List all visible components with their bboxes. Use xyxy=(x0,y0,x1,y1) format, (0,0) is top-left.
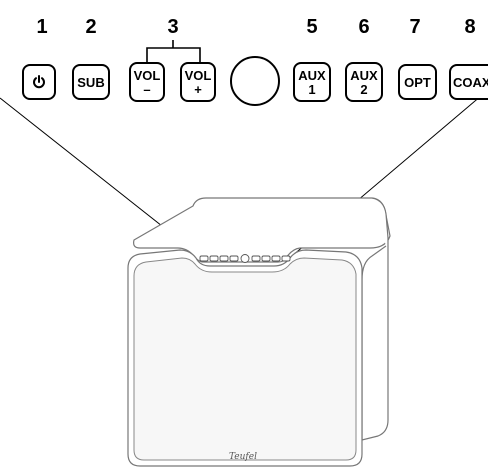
volume-down-sign: – xyxy=(143,81,151,97)
volume-down-label: VOL xyxy=(133,67,161,83)
aux1-label: AUX xyxy=(298,67,326,83)
callout-3-bracket xyxy=(146,40,201,62)
aux2-label: AUX xyxy=(350,67,378,83)
callout-number-1: 1 xyxy=(36,16,48,38)
top-control-strip xyxy=(199,254,291,263)
callout-number-8: 8 xyxy=(464,16,476,38)
volume-down-button[interactable]: VOL – xyxy=(129,62,165,102)
aux2-number: 2 xyxy=(360,81,368,97)
volume-up-sign: + xyxy=(194,81,202,97)
volume-up-label: VOL xyxy=(184,67,212,83)
power-icon xyxy=(33,75,45,89)
volume-knob[interactable] xyxy=(230,56,280,106)
callout-number-7: 7 xyxy=(409,16,421,38)
volume-up-button[interactable]: VOL + xyxy=(180,62,216,102)
opt-button-label: OPT xyxy=(404,74,431,90)
device-side xyxy=(361,197,389,441)
coax-button-label: COAX xyxy=(453,74,488,90)
device-front-panel xyxy=(133,257,357,461)
callout-number-5: 5 xyxy=(306,16,318,38)
callout-number-6: 6 xyxy=(358,16,370,38)
coax-button[interactable]: COAX xyxy=(449,64,488,100)
brand-logo: Teufel xyxy=(229,452,257,462)
callout-number-2: 2 xyxy=(85,16,97,38)
aux1-number: 1 xyxy=(308,81,316,97)
opt-button[interactable]: OPT xyxy=(398,64,437,100)
aux2-button[interactable]: AUX 2 xyxy=(345,62,383,102)
sub-button-label: SUB xyxy=(77,74,105,90)
aux1-button[interactable]: AUX 1 xyxy=(293,62,331,102)
sub-button[interactable]: SUB xyxy=(72,64,110,100)
power-button[interactable] xyxy=(22,64,56,100)
callout-number-3: 3 xyxy=(167,16,179,38)
